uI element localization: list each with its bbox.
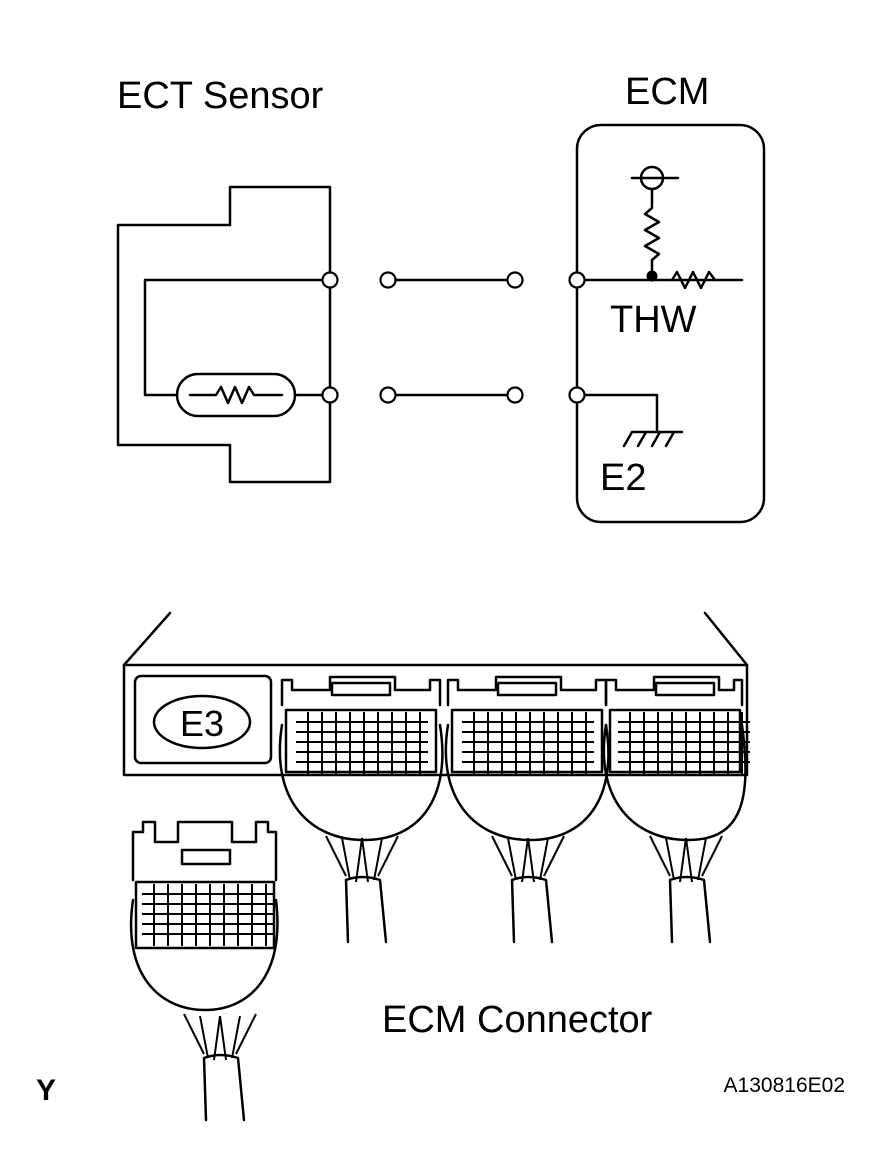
ecm-connector-3 [602,675,751,944]
pullup-resistor-icon [643,188,661,282]
connector-code-label: E3 [180,703,224,744]
ect-sensor-title: ECT Sensor [117,75,324,117]
ecm-terminal-e2 [568,386,586,404]
series-resistor-icon [670,270,717,290]
harness-connector [129,820,279,1122]
ecm-connector-panel [122,663,749,777]
ground-icon [622,430,684,448]
ecm-connector-caption: ECM Connector [382,999,653,1041]
ecm-box [575,123,766,524]
e2-label: E2 [600,457,646,499]
ecm-perspective-lines [122,611,749,667]
harness-terminal-4 [506,386,524,404]
ecm-terminal-thw [568,271,586,289]
ecm-title: ECM [625,71,709,113]
harness-terminal-1 [379,271,397,289]
harness-terminal-2 [506,271,524,289]
junction-dot [646,270,658,282]
sensor-internal-wire [143,278,332,397]
ecm-e2-line [575,393,659,434]
ect-sensor-housing [116,185,332,484]
sensor-terminal-2 [321,386,339,404]
corner-mark: Y [36,1074,56,1107]
thermistor-capsule [175,372,297,418]
ecm-connector-2 [444,675,610,944]
figure-code: A130816E02 [724,1074,845,1097]
thermistor-icon [188,385,284,405]
ecm-connector-1 [278,675,444,944]
e3-badge [152,694,252,750]
thw-label: THW [610,299,697,341]
sensor-terminal-1 [321,271,339,289]
e3-plate [133,674,273,765]
harness-terminal-3 [379,386,397,404]
